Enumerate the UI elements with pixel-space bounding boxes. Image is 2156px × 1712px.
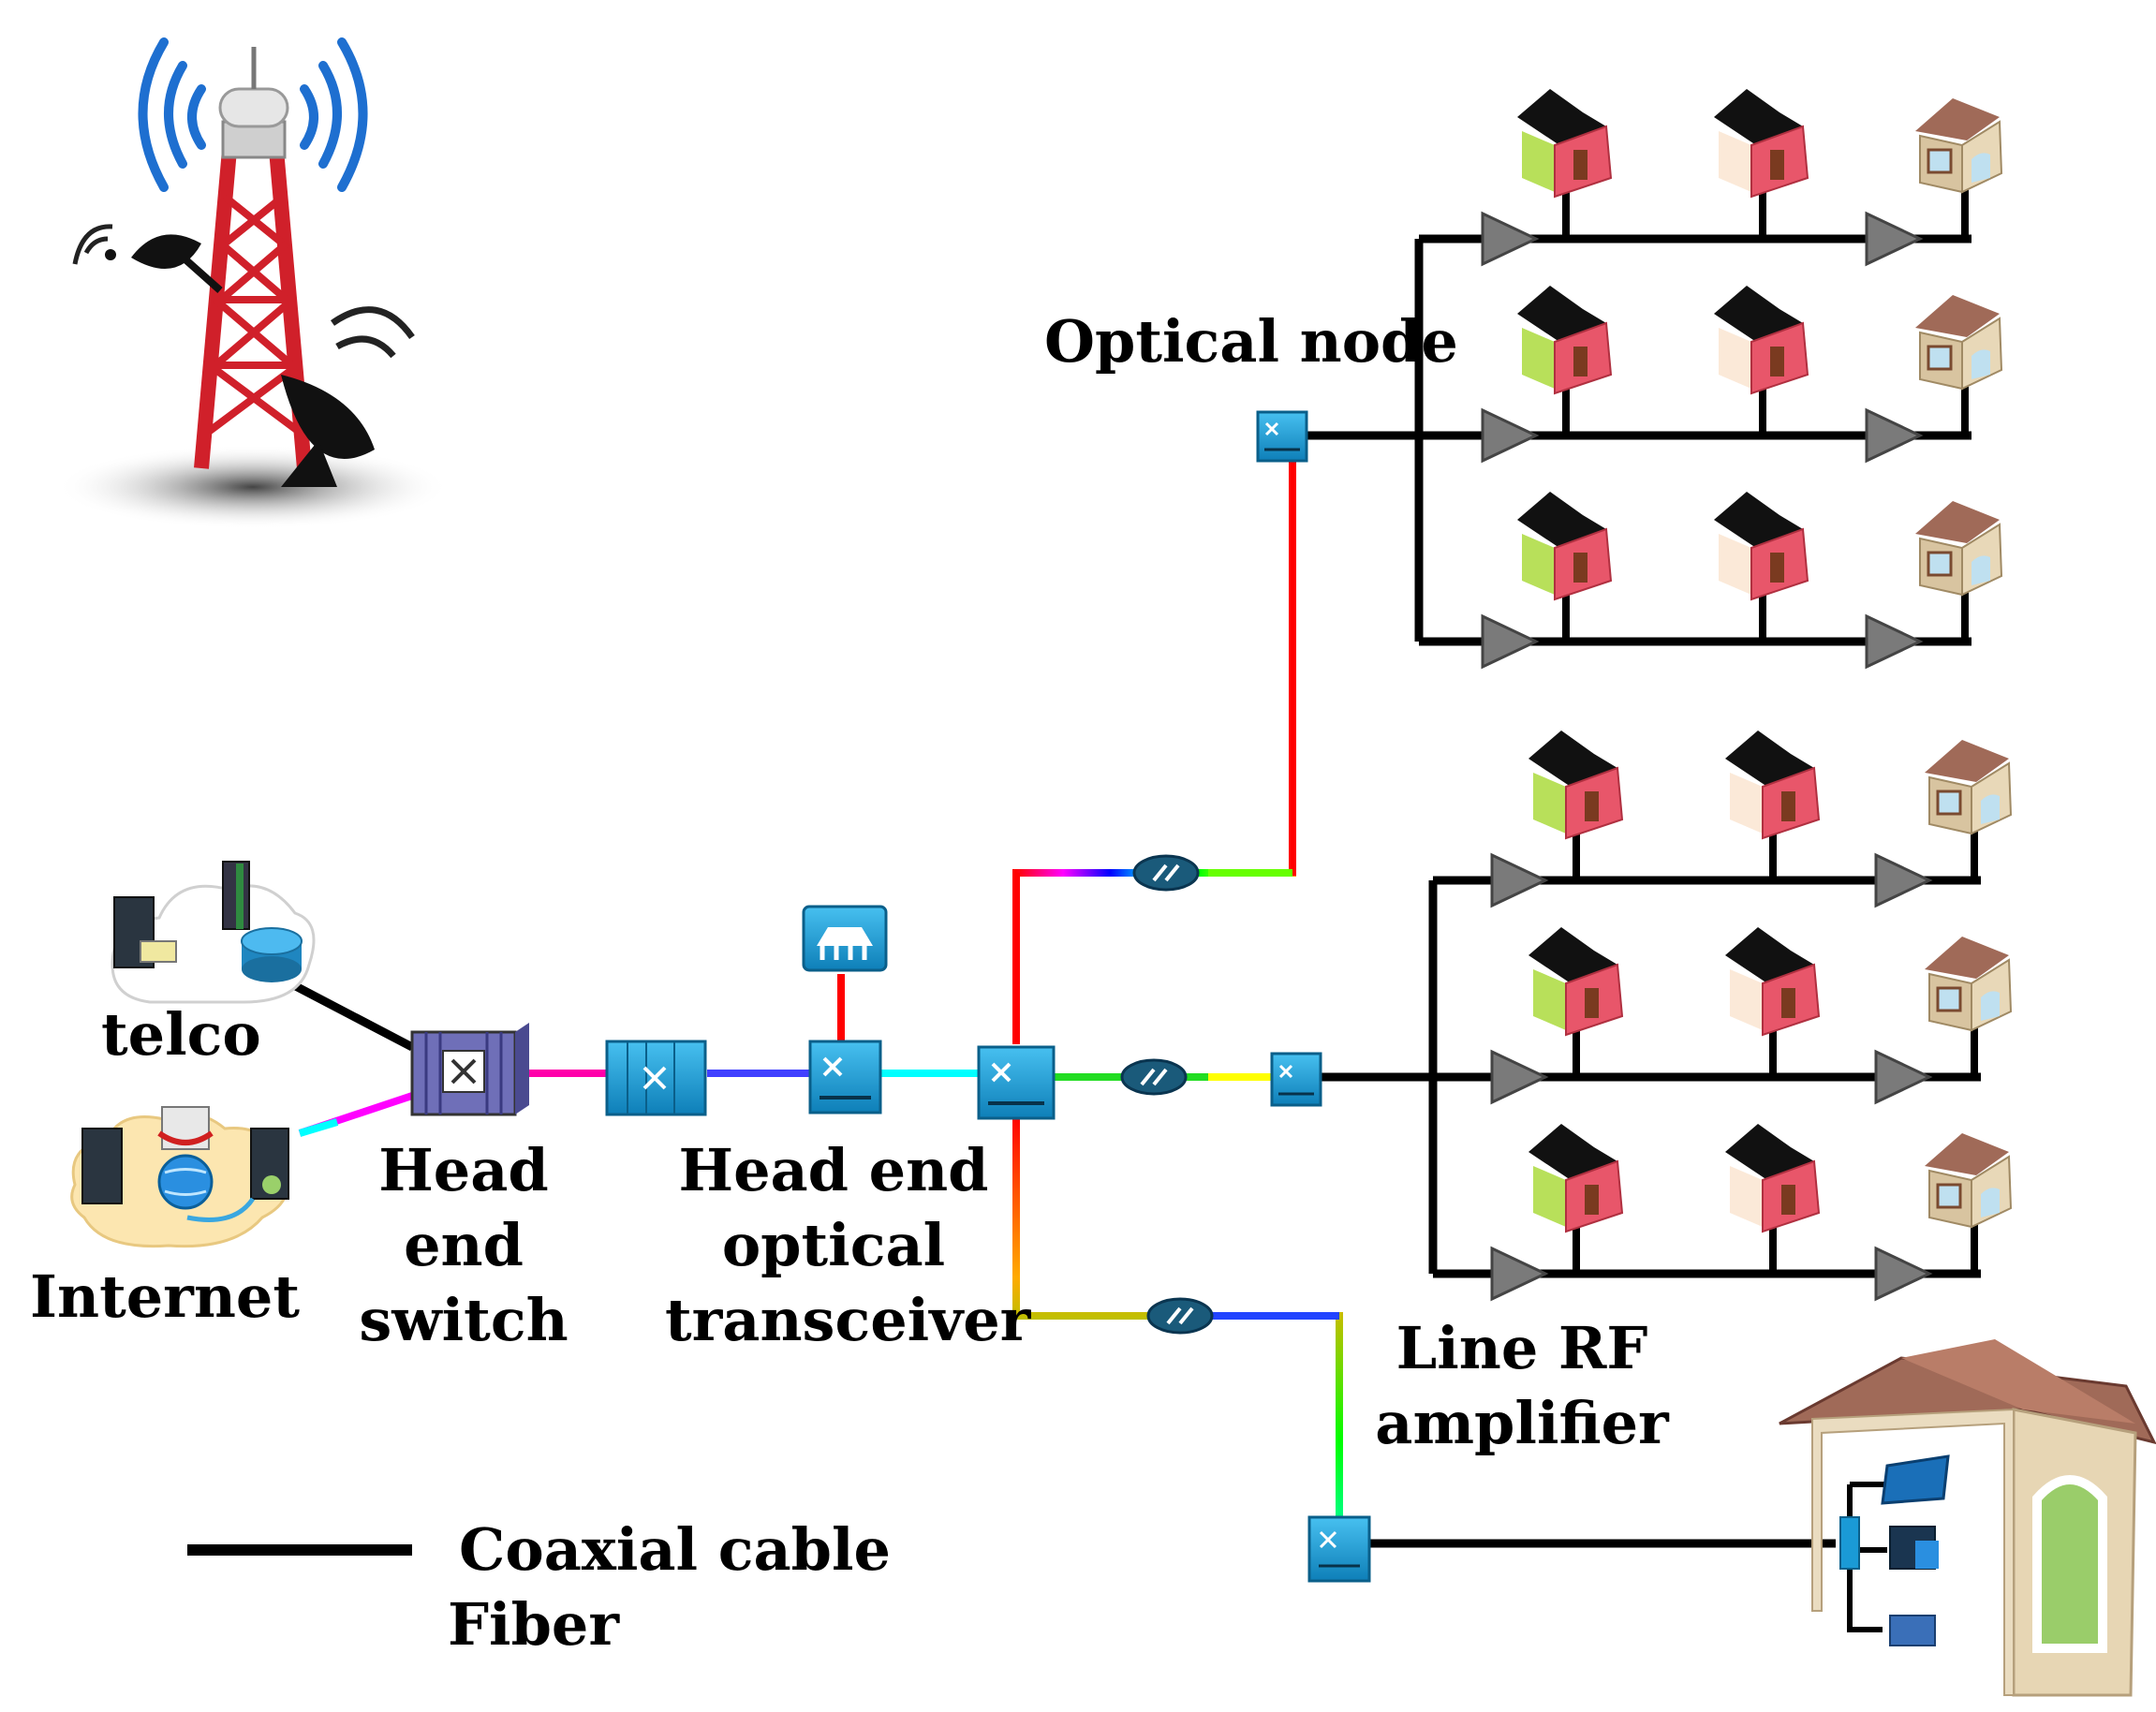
homes — [1517, 89, 2013, 1233]
house-icon-5-c — [1925, 1133, 2013, 1229]
legend-fiber-label: Fiber — [448, 1590, 620, 1659]
house-icon-1-b — [1714, 286, 1809, 395]
house-icon-2-b — [1714, 492, 1809, 601]
fiber-amplifier-icons — [1120, 854, 1214, 1335]
legend — [187, 1544, 412, 1631]
line-rf-amplifier-label: Line RF amplifier — [1367, 1311, 1676, 1461]
internet-network-icon — [70, 1106, 289, 1248]
house-icon-3-a — [1528, 731, 1624, 840]
optical-node-icon-2 — [1270, 1052, 1322, 1107]
house-icon-0-b — [1714, 89, 1809, 199]
house-icon-0-c — [1915, 98, 2003, 194]
head-end-switch-line-3: switch — [359, 1286, 569, 1354]
line-rf-amplifier-line-1: Line RF — [1395, 1314, 1648, 1382]
house-icon-4-a — [1528, 927, 1624, 1037]
house-icon-2-c — [1915, 501, 2003, 597]
house-icon-1-c — [1915, 295, 2003, 391]
house-icon-4-c — [1925, 937, 2013, 1032]
optical-switch-icon — [605, 1040, 707, 1116]
legend-coaxial-label: Coaxial cable — [459, 1515, 891, 1584]
head-end-switch-line-1: Head — [378, 1136, 549, 1204]
head-end-optical-transceiver-label: Head end optical transceiver — [665, 1133, 1031, 1358]
house-icon-5-a — [1528, 1124, 1624, 1233]
customer-home-icon — [1779, 1339, 2156, 1697]
distribution-node-icon — [977, 1045, 1056, 1120]
telco-network-icon — [111, 861, 316, 1004]
optical-node-icon-3 — [1307, 1515, 1371, 1583]
optical-node-icon — [1256, 410, 1308, 463]
house-icon-3-c — [1925, 740, 2013, 835]
optical-node-label: Optical node — [1044, 307, 1458, 376]
telco-label: telco — [101, 1000, 261, 1069]
optical-splitter-icon — [802, 905, 888, 972]
line-rf-amplifier-line-2: amplifier — [1375, 1389, 1669, 1457]
house-icon-4-b — [1725, 927, 1821, 1037]
rf-amplifiers — [1481, 211, 1933, 1302]
transceiver-line-2: optical — [721, 1211, 946, 1279]
house-icon-3-b — [1725, 731, 1821, 840]
house-icon-2-a — [1517, 492, 1613, 601]
head-end-switch-label: Head end switch — [356, 1133, 571, 1358]
internet-label: Internet — [30, 1262, 300, 1331]
head-end-switch-icon — [410, 1023, 529, 1116]
house-icon-1-a — [1517, 286, 1613, 395]
house-icon-0-a — [1517, 89, 1613, 199]
head-end-switch-line-2: end — [404, 1211, 524, 1279]
transceiver-line-1: Head end — [678, 1136, 989, 1204]
house-icon-5-b — [1725, 1124, 1821, 1233]
transceiver-line-3: transceiver — [665, 1286, 1031, 1354]
broadcast-tower-icon — [56, 37, 450, 529]
head-end-optical-transceiver-icon — [808, 1040, 882, 1114]
